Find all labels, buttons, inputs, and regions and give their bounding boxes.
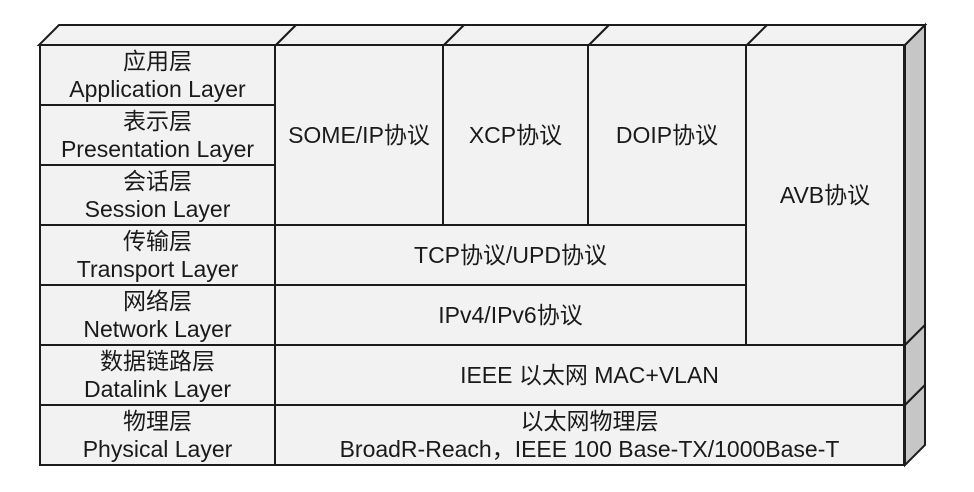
stack-grid: 应用层 Application Layer 表示层 Presentation L…: [39, 44, 905, 466]
osi-layer-application: 应用层 Application Layer: [41, 46, 276, 106]
osi-layer-session-zh: 会话层: [123, 168, 192, 194]
top-face-xcp-column: [441, 24, 612, 46]
osi-layer-datalink: 数据链路层 Datalink Layer: [41, 346, 276, 406]
osi-layer-presentation-en: Presentation Layer: [60, 136, 255, 162]
osi-layer-presentation: 表示层 Presentation Layer: [41, 106, 276, 166]
osi-layer-datalink-zh: 数据链路层: [100, 348, 215, 374]
protocol-block-network-label: IPv4/IPv6协议: [438, 302, 583, 328]
protocol-block-transport: TCP协议/UPD协议: [276, 226, 747, 286]
protocol-block-datalink-label: IEEE 以太网 MAC+VLAN: [460, 362, 719, 388]
protocol-block-avb-label: AVB协议: [779, 182, 871, 208]
osi-layer-network: 网络层 Network Layer: [41, 286, 276, 346]
protocol-block-xcp-label: XCP协议: [468, 122, 563, 148]
protocol-block-network: IPv4/IPv6协议: [276, 286, 747, 346]
protocol-block-datalink: IEEE 以太网 MAC+VLAN: [276, 346, 905, 406]
top-face-doip-column: [586, 24, 770, 46]
side-face-physical-row: [904, 382, 926, 468]
osi-layer-network-zh: 网络层: [123, 288, 192, 314]
protocol-block-physical: 以太网物理层 BroadR-Reach，IEEE 100 Base-TX/100…: [276, 406, 905, 466]
osi-layer-network-en: Network Layer: [83, 316, 232, 342]
osi-layer-session: 会话层 Session Layer: [41, 166, 276, 226]
protocol-block-someip: SOME/IP协议: [276, 46, 444, 226]
osi-layer-physical-zh: 物理层: [123, 408, 192, 434]
osi-layer-application-zh: 应用层: [123, 48, 192, 74]
protocol-block-avb: AVB协议: [747, 46, 905, 346]
protocol-block-physical-line1: 以太网物理层: [520, 408, 659, 434]
protocol-block-transport-label: TCP协议/UPD协议: [414, 242, 607, 268]
side-face-avb-column: [904, 22, 926, 348]
protocol-block-doip: DOIP协议: [589, 46, 747, 226]
osi-layer-transport-en: Transport Layer: [76, 256, 239, 282]
protocol-block-doip-label: DOIP协议: [615, 122, 719, 148]
osi-layer-presentation-zh: 表示层: [123, 108, 192, 134]
protocol-block-physical-line2: BroadR-Reach，IEEE 100 Base-TX/1000Base-T: [339, 436, 840, 462]
top-face-osi-column: [36, 24, 299, 46]
osi-layer-session-en: Session Layer: [84, 196, 231, 222]
osi-layer-transport-zh: 传输层: [123, 228, 192, 254]
protocol-block-someip-label: SOME/IP协议: [288, 122, 430, 148]
top-face-someip-column: [273, 24, 467, 46]
osi-layer-physical-en: Physical Layer: [82, 436, 233, 462]
osi-layer-datalink-en: Datalink Layer: [83, 376, 232, 402]
osi-layer-physical: 物理层 Physical Layer: [41, 406, 276, 466]
osi-layer-application-en: Application Layer: [69, 76, 246, 102]
top-face-avb-column: [744, 24, 928, 46]
osi-layer-transport: 传输层 Transport Layer: [41, 226, 276, 286]
protocol-block-xcp: XCP协议: [444, 46, 589, 226]
